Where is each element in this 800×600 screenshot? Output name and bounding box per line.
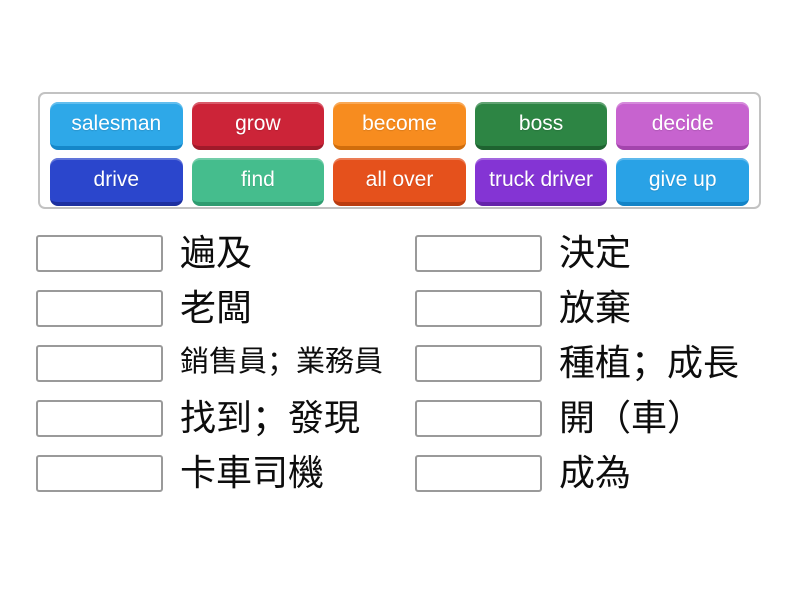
answer-slot[interactable] bbox=[36, 454, 163, 492]
definition-column-left: 遍及 老闆 銷售員；業務員 找到；發現 卡車司機 bbox=[36, 232, 383, 507]
answer-slot[interactable] bbox=[415, 289, 542, 327]
match-row: 成為 bbox=[415, 452, 739, 494]
word-tile[interactable]: give up bbox=[616, 158, 749, 206]
match-row: 遍及 bbox=[36, 232, 383, 274]
definition-text: 卡車司機 bbox=[180, 452, 325, 494]
definition-text: 放棄 bbox=[559, 287, 632, 329]
word-tile[interactable]: salesman bbox=[50, 102, 183, 150]
word-tile[interactable]: find bbox=[191, 158, 325, 206]
definition-text: 決定 bbox=[559, 232, 632, 274]
word-tile[interactable]: grow bbox=[191, 102, 325, 150]
word-tile[interactable]: become bbox=[333, 102, 466, 150]
answer-slot[interactable] bbox=[36, 289, 163, 327]
answer-slot[interactable] bbox=[36, 234, 163, 272]
definition-text: 老闆 bbox=[180, 287, 253, 329]
match-row: 開（車） bbox=[415, 397, 739, 439]
match-row: 種植；成長 bbox=[415, 342, 739, 384]
word-tile-tray: salesman grow become boss decide drive f… bbox=[38, 92, 761, 209]
definition-text: 種植；成長 bbox=[559, 342, 740, 384]
definition-column-right: 決定 放棄 種植；成長 開（車） 成為 bbox=[415, 232, 739, 507]
answer-slot[interactable] bbox=[36, 399, 163, 437]
answer-slot[interactable] bbox=[415, 344, 542, 382]
word-tile[interactable]: all over bbox=[333, 158, 466, 206]
match-row: 老闆 bbox=[36, 287, 383, 329]
definition-text: 開（車） bbox=[559, 397, 704, 439]
definition-text: 成為 bbox=[559, 452, 632, 494]
match-row: 卡車司機 bbox=[36, 452, 383, 494]
match-row: 銷售員；業務員 bbox=[36, 342, 383, 384]
match-row: 放棄 bbox=[415, 287, 739, 329]
match-row: 找到；發現 bbox=[36, 397, 383, 439]
word-tile[interactable]: decide bbox=[616, 102, 749, 150]
word-tile[interactable]: truck driver bbox=[474, 158, 608, 206]
answer-slot[interactable] bbox=[415, 399, 542, 437]
definition-text: 銷售員；業務員 bbox=[180, 346, 384, 379]
word-tile[interactable]: drive bbox=[50, 158, 183, 206]
answer-slot[interactable] bbox=[415, 454, 542, 492]
answer-slot[interactable] bbox=[415, 234, 542, 272]
match-row: 決定 bbox=[415, 232, 739, 274]
definition-text: 遍及 bbox=[180, 232, 253, 274]
answer-slot[interactable] bbox=[36, 344, 163, 382]
definition-text: 找到；發現 bbox=[180, 397, 361, 439]
word-tile[interactable]: boss bbox=[474, 102, 608, 150]
